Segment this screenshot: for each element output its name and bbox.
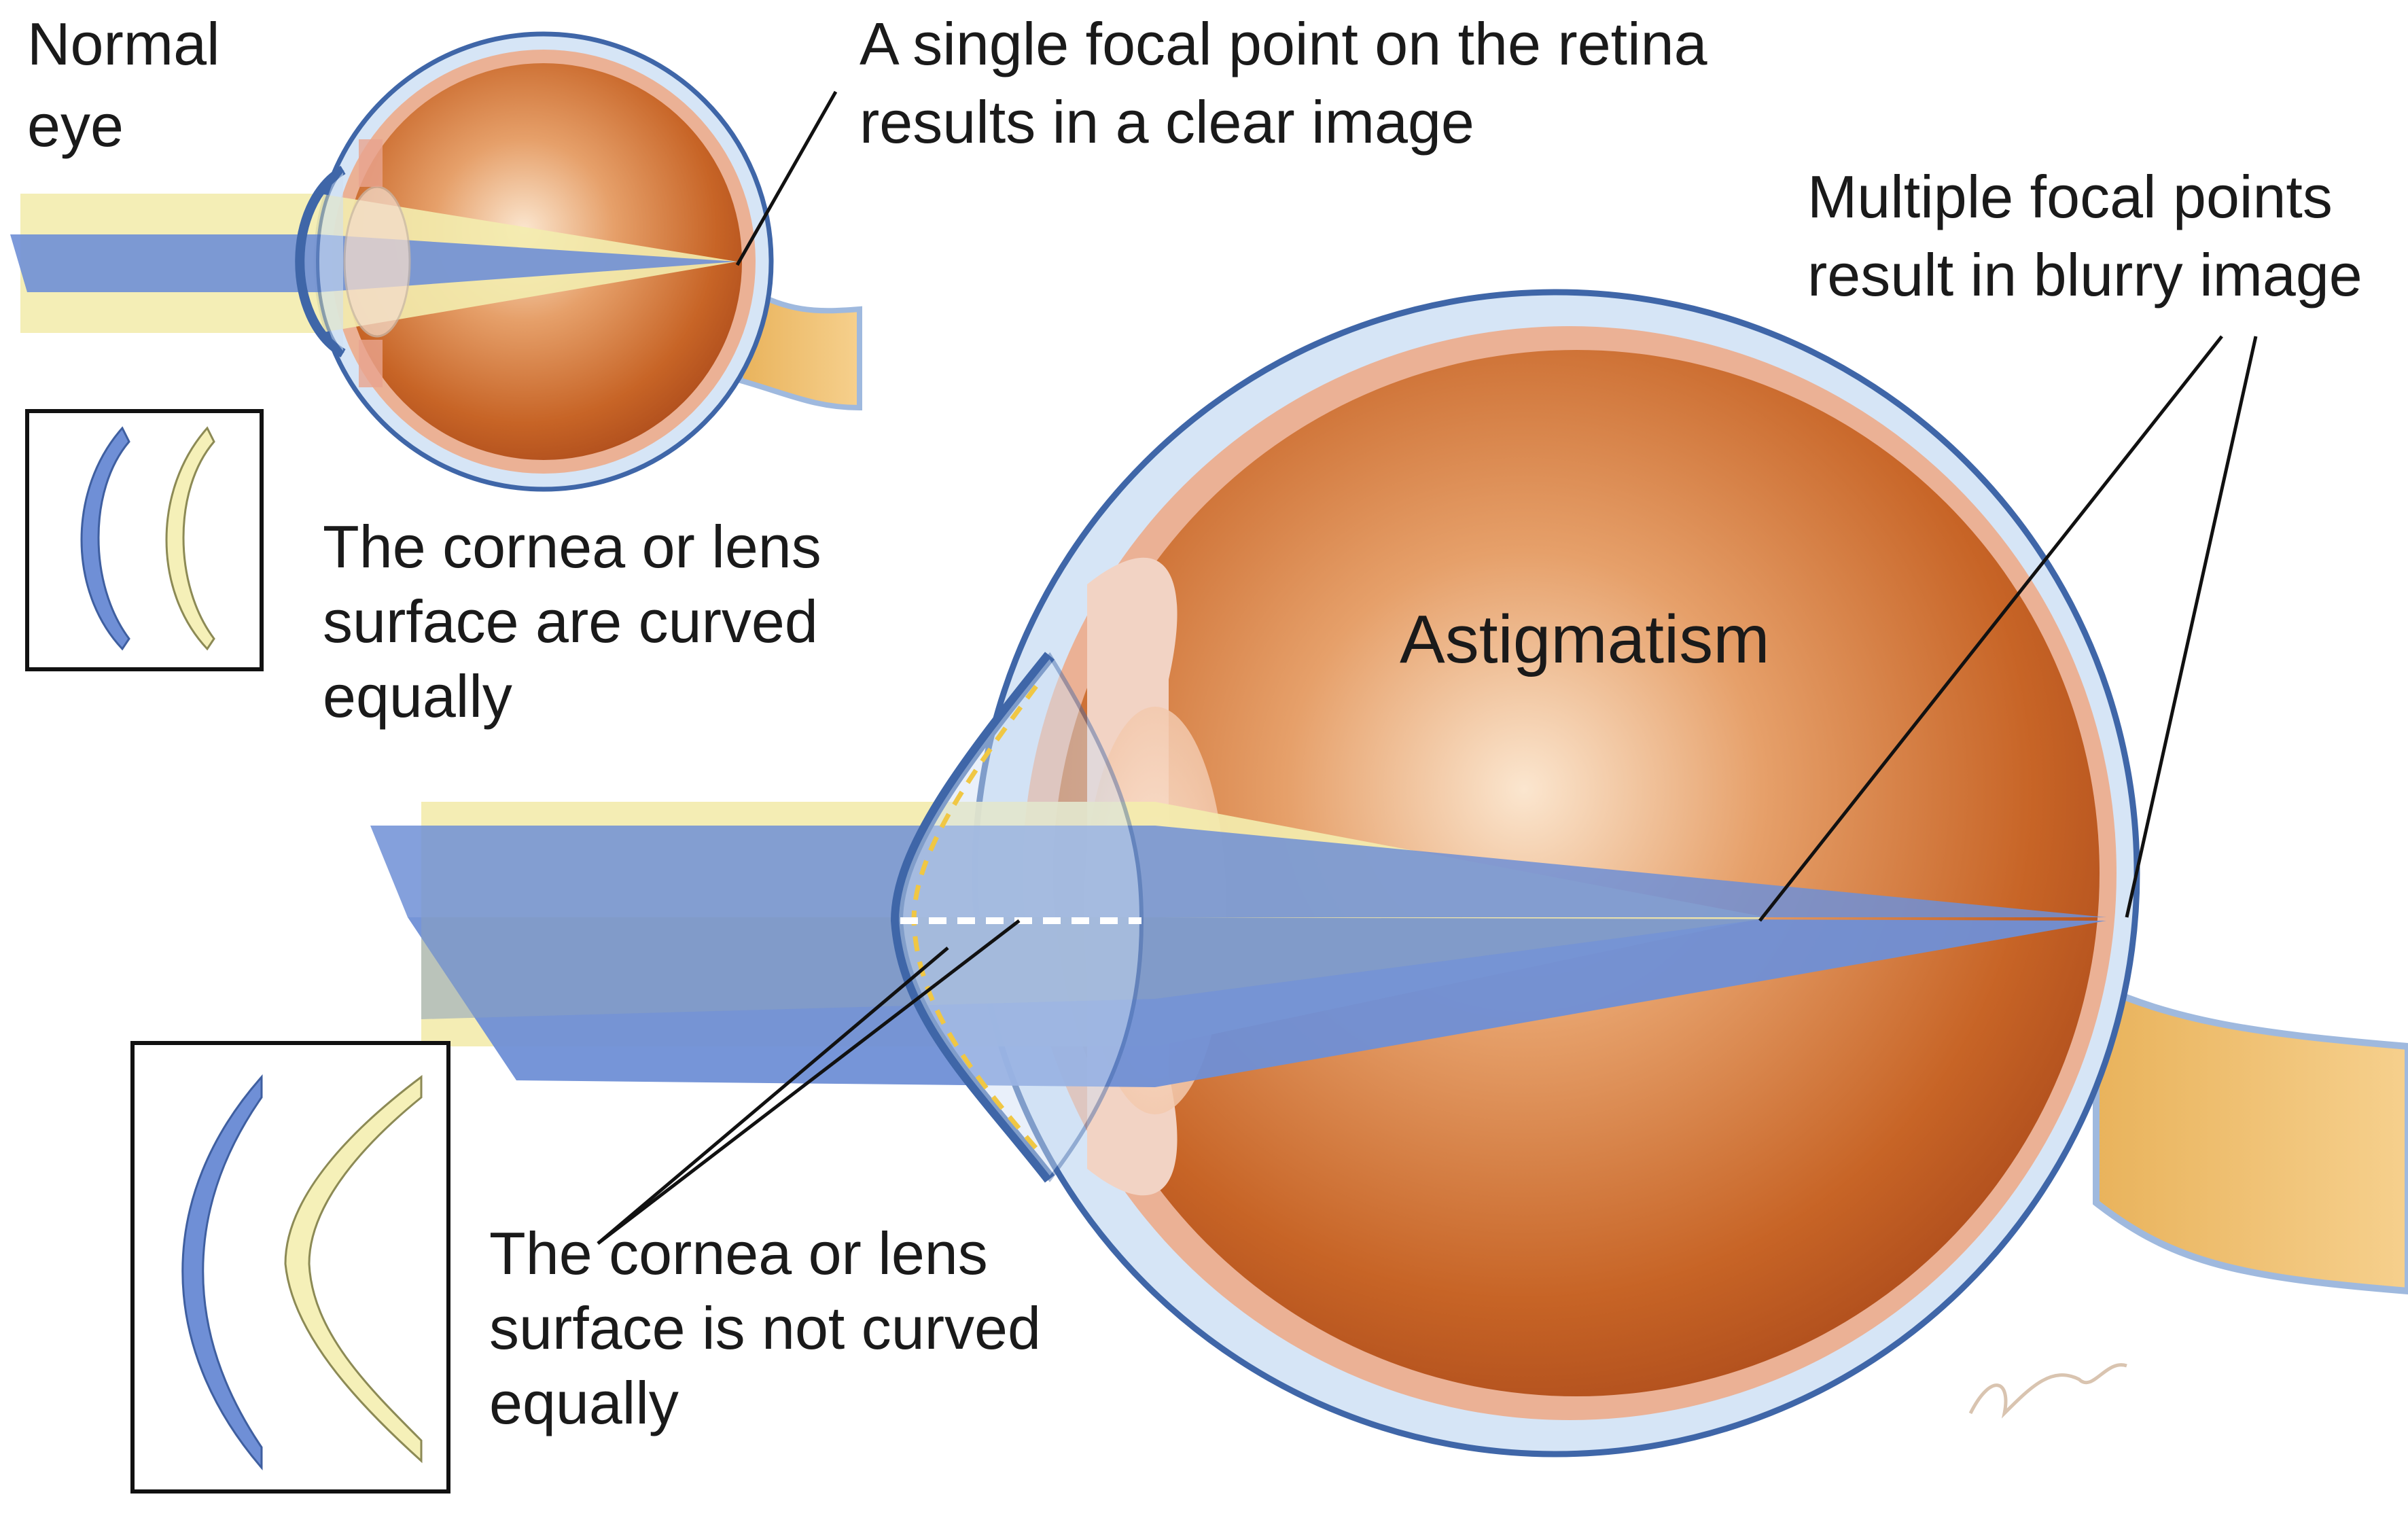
normal-eye-lens	[344, 187, 410, 336]
unequal-curve-label-line1: The cornea or lens	[489, 1220, 988, 1287]
equal-curve-label-line2: surface are curved	[323, 588, 818, 655]
astigmatism-label: Astigmatism	[1400, 601, 1770, 677]
equal-curve-frame	[27, 411, 262, 669]
multiple-focal-label-line1: Multiple focal points	[1807, 163, 2333, 230]
multiple-focal-label-line2: result in blurry image	[1807, 241, 2362, 308]
artist-signature	[1970, 1365, 2127, 1413]
unequal-curve-inset	[132, 1043, 448, 1491]
single-focal-label-line1: A single focal point on the retina	[860, 10, 1707, 77]
equal-curve-label-line3: equally	[323, 662, 512, 730]
equal-curve-inset	[27, 411, 262, 669]
unequal-curve-label-line3: equally	[489, 1369, 679, 1436]
leader-multiple-focal-b	[2127, 336, 2256, 917]
single-focal-label-line2: results in a clear image	[860, 88, 1474, 156]
normal-eye-label-line2: eye	[27, 92, 124, 159]
equal-curve-label-line1: The cornea or lens	[323, 513, 821, 580]
astigmatism-optic-nerve	[2096, 985, 2408, 1291]
unequal-curve-label-line2: surface is not curved	[489, 1294, 1041, 1362]
normal-eye-label-line1: Normal	[27, 10, 220, 77]
